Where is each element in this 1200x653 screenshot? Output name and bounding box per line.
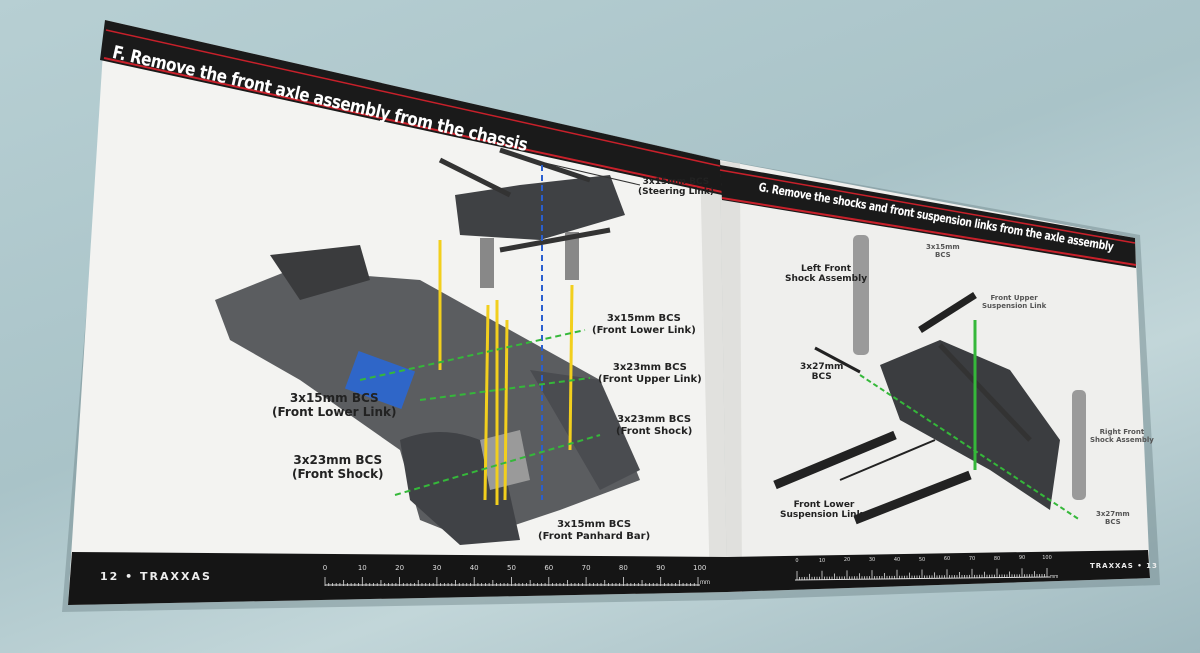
front-axle-illustration — [438, 147, 625, 288]
ruler-tick-label: 0 — [322, 564, 328, 572]
guide-lines — [359, 162, 641, 505]
label-front-upper-link-screw: 3x23mm BCS(Front Upper Link) — [598, 362, 702, 385]
label-front-shock-screw-left: 3x23mm BCS(Front Shock) — [292, 453, 384, 481]
label-front-shock-screw-right: 3x23mm BCS(Front Shock) — [616, 414, 693, 437]
ruler-tick-label: 80 — [993, 555, 1001, 562]
ruler-tick-label: 20 — [843, 557, 851, 564]
left-footer-band — [68, 552, 727, 605]
ruler-tick-label: 60 — [943, 556, 951, 563]
left-ruler-unit: mm — [700, 580, 710, 586]
axle-assembly-illustration — [773, 235, 1086, 525]
ruler-tick-label: 70 — [968, 555, 976, 562]
ruler-tick-label: 50 — [507, 564, 516, 572]
ruler-tick-label: 70 — [581, 564, 591, 572]
label-front-lower-link-screw-right: 3x15mm BCS(Front Lower Link) — [592, 313, 696, 336]
right-page-number: TRAXXAS • 13 — [1090, 562, 1158, 570]
ruler-tick-label: 20 — [395, 564, 405, 572]
right-ruler — [794, 576, 1051, 581]
right-header-band — [720, 165, 1136, 268]
label-front-lower-link-screw-left: 3x15mm BCS(Front Lower Link) — [272, 391, 397, 419]
ruler-tick-label: 100 — [693, 564, 707, 572]
ruler-tick-label: 40 — [469, 564, 479, 572]
left-page-number: 12 • TRAXXAS — [100, 570, 212, 583]
ruler-tick-label: 90 — [1018, 555, 1026, 562]
ruler-tick-label: 100 — [1042, 555, 1052, 561]
right-footer-band — [727, 550, 1150, 592]
label-panhard-bar-screw: 3x15mm BCS(Front Panhard Bar) — [538, 519, 651, 542]
label-steering-link-screw: 3x15mm BCS(Steering Link) — [638, 177, 714, 198]
ruler-tick-label: 10 — [818, 557, 826, 564]
ruler-tick-label: 90 — [656, 564, 666, 572]
ruler-tick-label: 10 — [357, 564, 367, 572]
ruler-tick-label: 30 — [432, 564, 442, 572]
ruler-tick-label: 0 — [795, 558, 799, 564]
ruler-tick-label: 40 — [893, 556, 901, 563]
ruler-tick-label: 30 — [868, 557, 876, 564]
ruler-tick-label: 60 — [544, 564, 554, 572]
right-ruler-unit: mm — [1050, 574, 1059, 580]
ruler-tick-label: 50 — [918, 556, 926, 563]
ruler-tick-label: 80 — [618, 564, 628, 572]
